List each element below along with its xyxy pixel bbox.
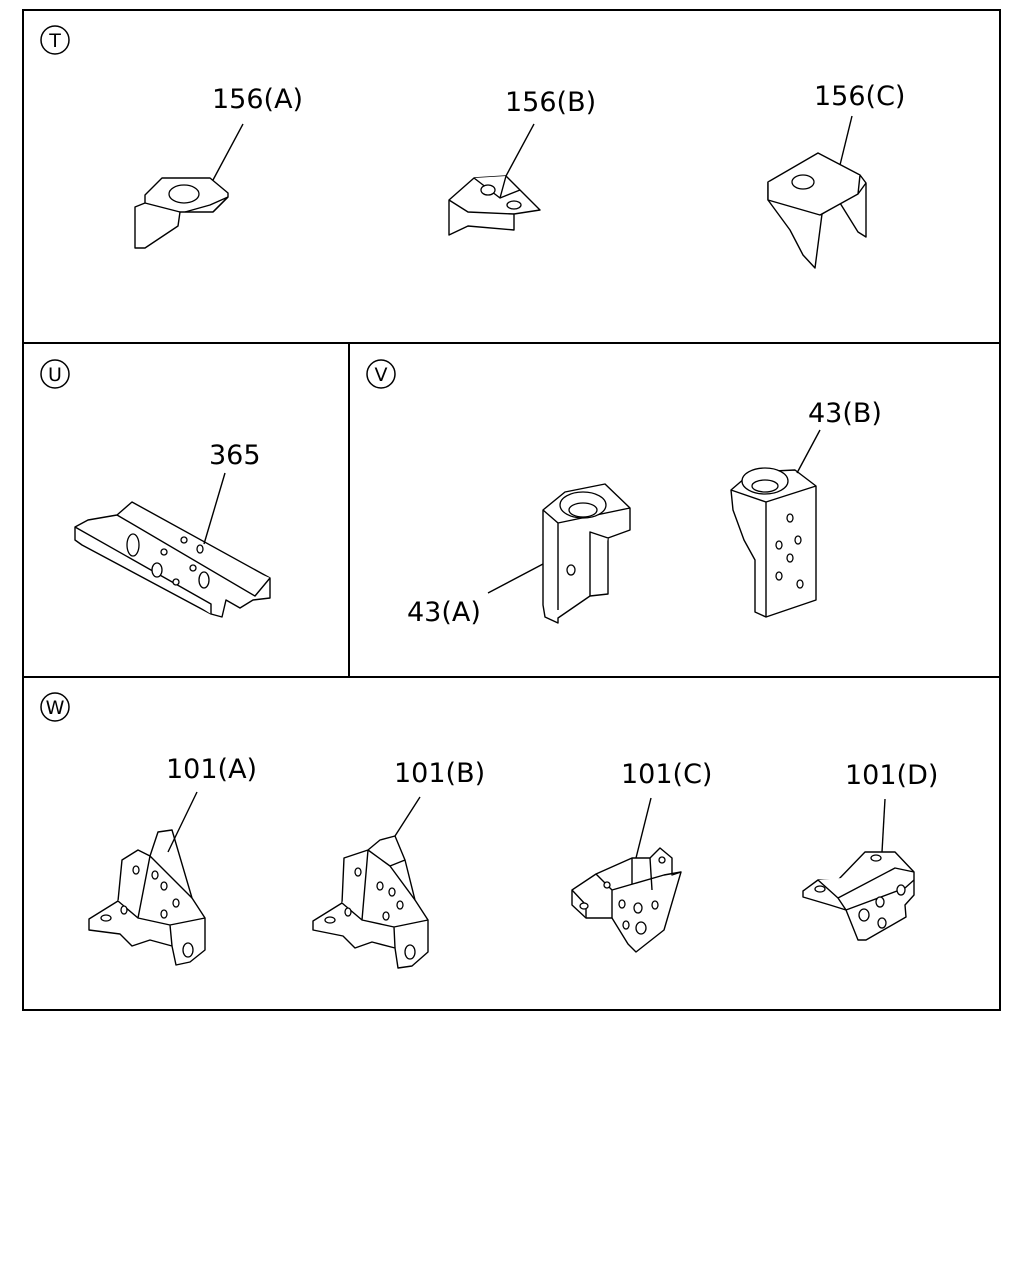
section-t-marker: T [40, 25, 70, 55]
part-156c[interactable] [767, 115, 867, 269]
part-156a[interactable] [134, 123, 244, 249]
section-v: V 43(A) 43(B) [366, 359, 882, 628]
label-101d: 101(D) [845, 760, 938, 791]
label-156b: 156(B) [505, 87, 596, 118]
label-156c: 156(C) [814, 81, 905, 112]
part-101c[interactable] [571, 797, 682, 953]
section-u-marker: U [40, 359, 70, 389]
part-101d[interactable] [802, 798, 915, 941]
label-365: 365 [209, 440, 261, 471]
section-w-marker: W [40, 692, 70, 722]
label-101a: 101(A) [166, 754, 257, 785]
section-w-marker-text: W [46, 697, 65, 719]
part-156b[interactable] [448, 123, 541, 236]
label-101c: 101(C) [621, 759, 712, 790]
section-v-marker: V [366, 359, 396, 389]
section-v-marker-text: V [375, 364, 388, 386]
label-43a: 43(A) [407, 597, 481, 628]
section-w: W 101(A) [40, 692, 938, 969]
section-u: U 365 [40, 359, 271, 618]
part-101b[interactable] [312, 796, 429, 969]
diagram-frame [22, 9, 1001, 1011]
part-101a[interactable] [88, 791, 206, 966]
part-365[interactable] [74, 472, 271, 618]
label-156a: 156(A) [212, 84, 303, 115]
part-43a[interactable] [487, 483, 631, 624]
label-101b: 101(B) [394, 758, 485, 789]
section-u-marker-text: U [48, 364, 62, 386]
section-t: T 156(A) 156(B) 156(C) [40, 25, 905, 269]
part-43b[interactable] [730, 429, 821, 618]
section-t-marker-text: T [48, 30, 61, 52]
label-43b: 43(B) [808, 398, 882, 429]
